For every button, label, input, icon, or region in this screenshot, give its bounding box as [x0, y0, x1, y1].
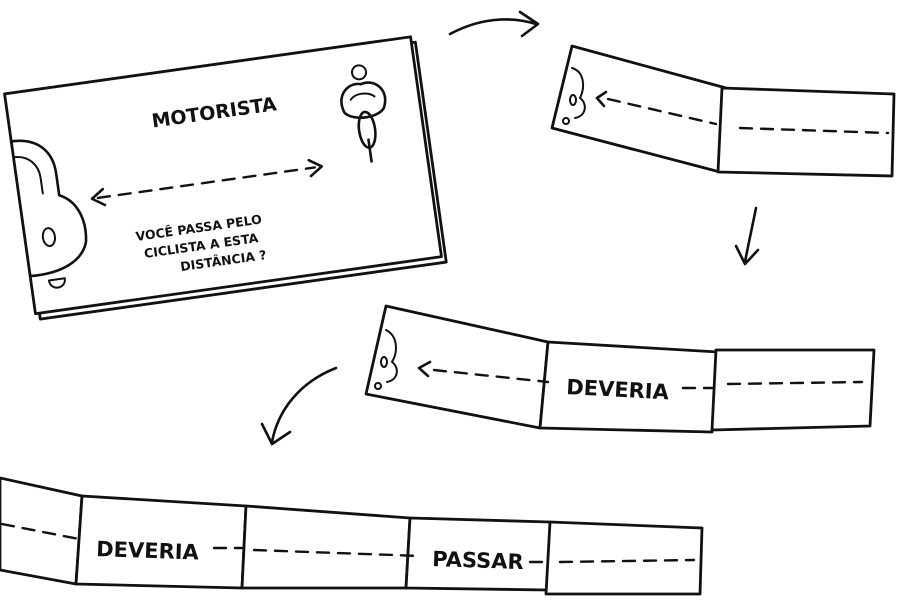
- strip-4-word-1: DEVERIA: [96, 537, 200, 565]
- card-step-1: MOTORISTA VOCÊ PASSA PELO CICLISTA A EST…: [3, 35, 448, 321]
- card-front-page: [3, 35, 443, 316]
- strip-3-panel-1: [364, 304, 550, 430]
- strip-4-panel-3: [240, 504, 412, 590]
- arrow-right-icon: [448, 10, 540, 38]
- car-rear-icon: [9, 139, 88, 289]
- arrow-down-left-icon: [260, 366, 338, 446]
- strip-2-panel-2: [716, 86, 896, 178]
- strip-4-word-2: PASSAR: [432, 547, 524, 574]
- strip-4-panel-1: [0, 476, 84, 586]
- strip-3-word: DEVERIA: [566, 375, 670, 404]
- strip-3-panel-2: [538, 340, 720, 434]
- card-step-4: DEVERIA PASSAR: [0, 476, 704, 596]
- strip-2-panel-1: [550, 44, 728, 174]
- cyclist-icon: [340, 64, 387, 163]
- car-rear-icon: [374, 329, 398, 390]
- car-rear-icon: [562, 67, 586, 125]
- distance-arrow: [90, 158, 324, 207]
- strip-3-panel-3: [710, 348, 876, 432]
- strip-4-panel-5: [544, 520, 704, 596]
- arrow-down-icon: [734, 206, 760, 266]
- card-step-3: DEVERIA: [364, 304, 876, 434]
- card-step-2: [550, 44, 896, 178]
